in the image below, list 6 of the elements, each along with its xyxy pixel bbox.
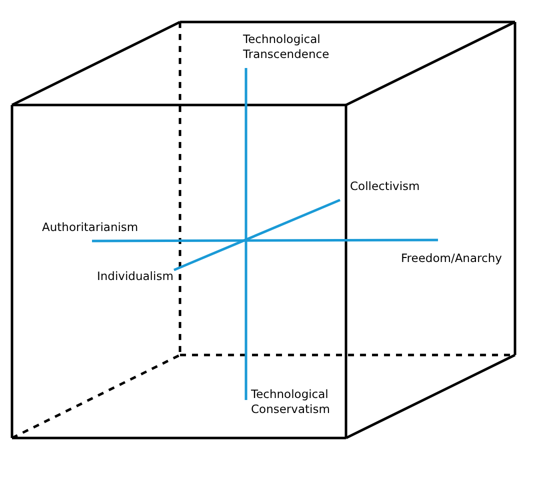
axis-label: Freedom/Anarchy [401,251,503,266]
axis-label: Technological Conservatism [251,387,331,417]
axis-label: Individualism [97,269,174,284]
axis-label: Technological Transcendence [243,32,330,62]
axis-label: Collectivism [350,179,421,194]
axis-label: Authoritarianism [42,220,140,235]
